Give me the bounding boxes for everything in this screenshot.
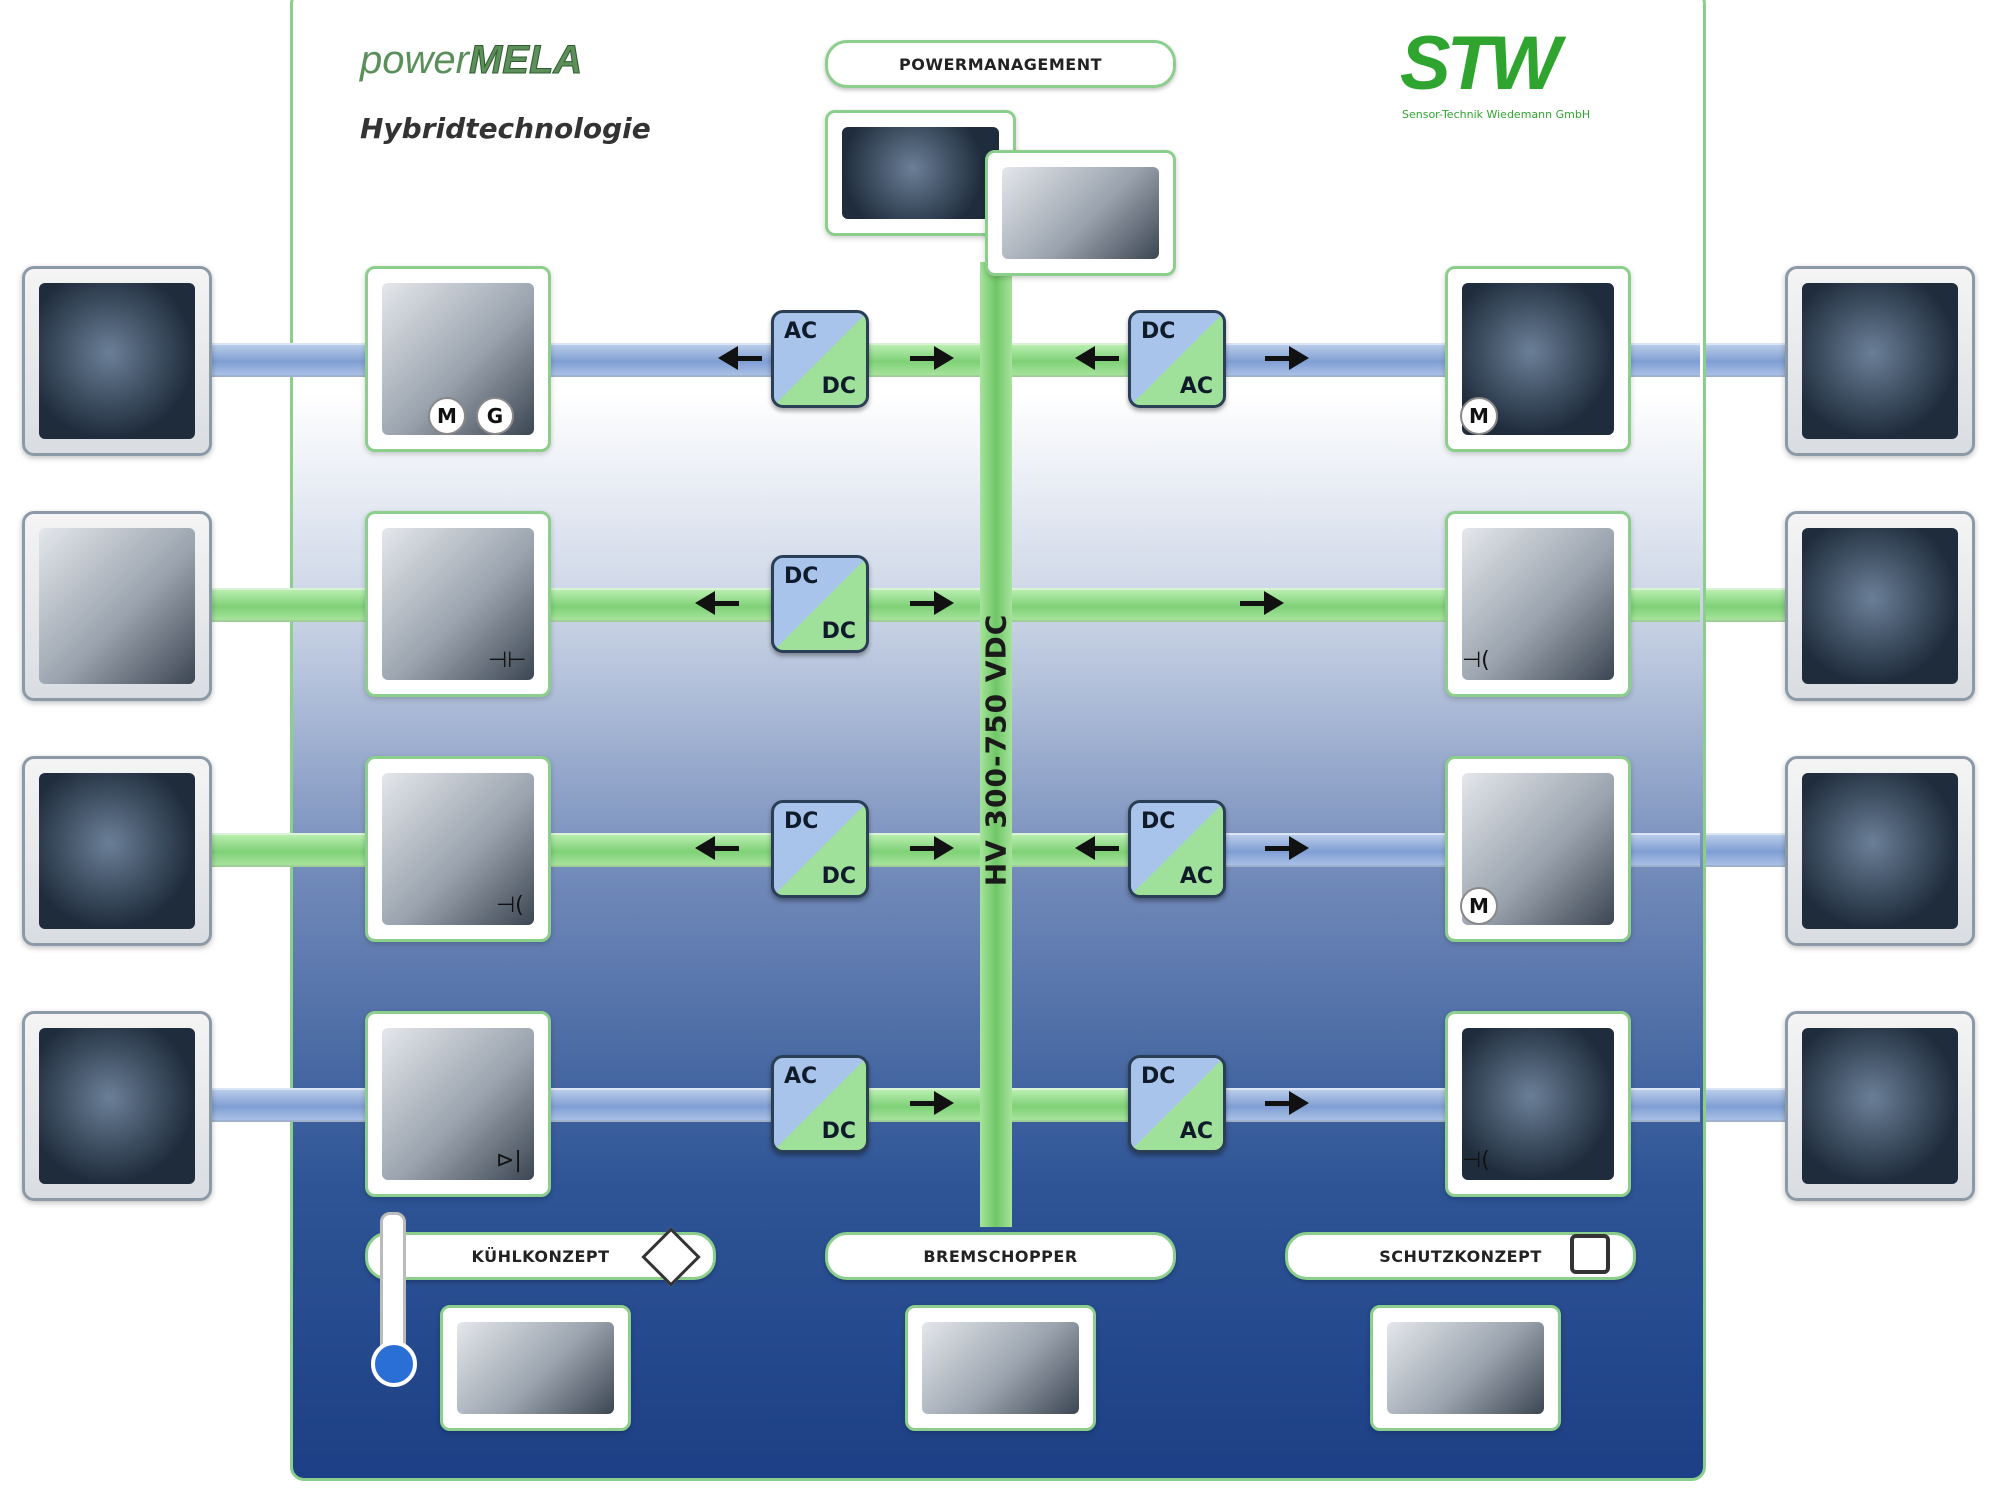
converter-row4-left: AC DC bbox=[771, 1055, 869, 1153]
arrow-left-icon bbox=[695, 842, 739, 854]
pump-motor-icon bbox=[1802, 773, 1958, 929]
auxiliary-motor: M bbox=[1445, 756, 1631, 942]
powermela-logo: powerMELA bbox=[360, 38, 583, 83]
engine-icon bbox=[39, 283, 195, 439]
wheel-axle bbox=[1785, 266, 1975, 456]
converter-bottom-label: AC bbox=[1179, 374, 1213, 399]
arrow-right-icon bbox=[1265, 836, 1309, 860]
diode-symbol-icon: ⊳| bbox=[496, 1148, 522, 1173]
arrow-right-icon bbox=[910, 591, 954, 615]
rectifier-unit: ⊳| bbox=[365, 1011, 551, 1197]
converter-bottom-label: DC bbox=[821, 619, 856, 644]
converter-bottom-label: DC bbox=[821, 374, 856, 399]
converter-top-label: DC bbox=[784, 564, 819, 589]
thermometer-icon bbox=[371, 1212, 417, 1387]
converter-row1-right: DC AC bbox=[1128, 310, 1226, 408]
transistor-symbol-icon: ⊣( bbox=[496, 893, 524, 918]
control-ecu-unit bbox=[985, 150, 1176, 276]
motor-badge: M bbox=[428, 397, 466, 435]
arrow-right-icon bbox=[910, 836, 954, 860]
converter-row1-left: AC DC bbox=[771, 310, 869, 408]
arrow-left-icon bbox=[1075, 842, 1119, 854]
protection-symbol-icon bbox=[1570, 1234, 1610, 1274]
arrow-left-icon bbox=[1075, 352, 1119, 364]
battery-module bbox=[22, 511, 212, 701]
converter-top-label: AC bbox=[784, 1064, 818, 1089]
converter-row3-right: DC AC bbox=[1128, 800, 1226, 898]
converter-row4-right: DC AC bbox=[1128, 1055, 1226, 1153]
brake-chopper-unit bbox=[905, 1305, 1096, 1431]
dcdc-battery-unit: ⊣⊢ bbox=[365, 511, 551, 697]
converter-top-label: AC bbox=[784, 319, 818, 344]
battery-module-icon bbox=[39, 528, 195, 684]
inverter-cabinet: ⊣( bbox=[1445, 1011, 1631, 1197]
converter-row2: DC DC bbox=[771, 555, 869, 653]
arrow-right-icon bbox=[910, 346, 954, 370]
pump-motor bbox=[1785, 756, 1975, 946]
brand-prefix: power bbox=[360, 38, 469, 82]
transistor-symbol-icon: ⊣( bbox=[1462, 1148, 1490, 1173]
converter-bottom-label: DC bbox=[821, 864, 856, 889]
generator-badge: G bbox=[476, 397, 514, 435]
converter-bottom-label: DC bbox=[821, 1119, 856, 1144]
inverter-unit: ⊣( bbox=[1445, 511, 1631, 697]
saw-blade bbox=[1785, 1011, 1975, 1201]
converter-bottom-label: AC bbox=[1179, 1119, 1213, 1144]
starter-battery bbox=[22, 756, 212, 946]
wheel-axle-icon bbox=[1802, 283, 1958, 439]
arrow-right-icon bbox=[1240, 591, 1284, 615]
saw-blade-icon bbox=[1802, 1028, 1958, 1184]
arrow-left-icon bbox=[695, 597, 739, 609]
converter-top-label: DC bbox=[784, 809, 819, 834]
power-outlet-icon bbox=[39, 1028, 195, 1184]
bremschopper-label: BREMSCHOPPER bbox=[825, 1232, 1176, 1280]
battery-icon bbox=[39, 773, 195, 929]
bus-label: HV 300-750 VDC bbox=[979, 613, 1013, 887]
converter-top-label: DC bbox=[1141, 809, 1176, 834]
control-display-unit bbox=[825, 110, 1016, 236]
converter-bottom-label: AC bbox=[1179, 864, 1213, 889]
schutzkonzept-text: SCHUTZKONZEPT bbox=[1379, 1246, 1542, 1266]
kuehlkonzept-text: KÜHLKONZEPT bbox=[471, 1246, 610, 1266]
protection-unit bbox=[1370, 1305, 1561, 1431]
agricultural-implement bbox=[1785, 511, 1975, 701]
stw-logo: STW bbox=[1400, 21, 1561, 106]
battery-symbol-icon: ⊣⊢ bbox=[488, 648, 527, 673]
arrow-right-icon bbox=[1265, 346, 1309, 370]
arrow-right-icon bbox=[1265, 1091, 1309, 1115]
converter-row3-left: DC DC bbox=[771, 800, 869, 898]
brand-name: MELA bbox=[468, 38, 583, 83]
motor-generator: M G bbox=[365, 266, 551, 452]
motor-badge-right: M bbox=[1460, 397, 1498, 435]
brand-subtitle: Hybridtechnologie bbox=[360, 112, 651, 145]
diesel-engine bbox=[22, 266, 212, 456]
arrow-right-icon bbox=[910, 1091, 954, 1115]
grid-and-wind bbox=[22, 1011, 212, 1201]
dcdc-converter-unit: ⊣( bbox=[365, 756, 551, 942]
hv-bus bbox=[980, 262, 1012, 1227]
stw-subtitle: Sensor-Technik Wiedemann GmbH bbox=[1402, 108, 1591, 121]
powermanagement-label: POWERMANAGEMENT bbox=[825, 40, 1176, 88]
motor-badge-aux: M bbox=[1460, 887, 1498, 925]
arrow-left-icon bbox=[718, 352, 762, 364]
implement-icon bbox=[1802, 528, 1958, 684]
converter-top-label: DC bbox=[1141, 1064, 1176, 1089]
traction-motor: M bbox=[1445, 266, 1631, 452]
converter-top-label: DC bbox=[1141, 319, 1176, 344]
cooling-pump bbox=[440, 1305, 631, 1431]
transistor-symbol-icon: ⊣( bbox=[1462, 648, 1490, 673]
